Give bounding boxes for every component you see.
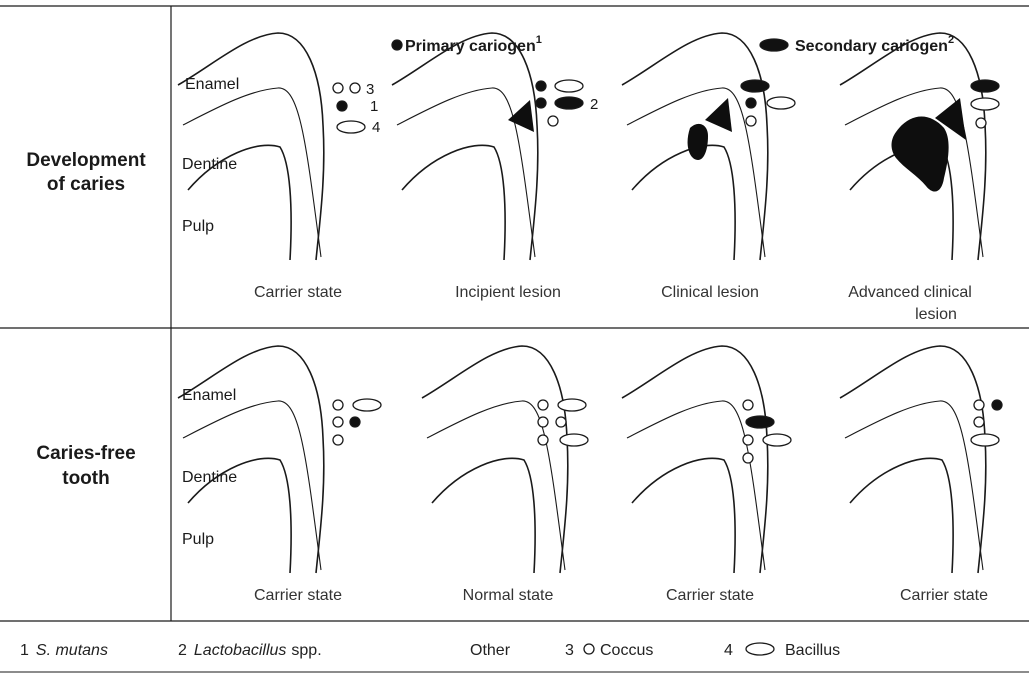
lesion: [705, 98, 732, 132]
coccus: [538, 417, 548, 427]
footnote-number-3: 3: [565, 642, 574, 659]
enamel-label: Enamel: [185, 76, 239, 93]
s-mutans: [746, 98, 756, 108]
s-mutans: [536, 98, 546, 108]
coccus: [350, 83, 360, 93]
number-4: 4: [372, 119, 380, 136]
row-title-line1: Caries-free: [36, 443, 135, 464]
tooth-incipient-lesion: 2: [392, 33, 598, 260]
secondary-cariogen-symbol: [760, 39, 788, 51]
footnote-number-2: 2: [178, 642, 187, 659]
coccus: [974, 417, 984, 427]
footnote-spp: spp.: [291, 642, 321, 659]
primary-cariogen-symbol: [392, 40, 402, 50]
tooth-advanced-clinical-lesion: [840, 33, 999, 260]
legend-secondary: Secondary cariogen: [795, 38, 948, 55]
panel-caption: Advanced clinical: [848, 284, 972, 301]
lactobacillus: [555, 97, 583, 109]
lactobacillus: [746, 416, 774, 428]
footnote-other: Other: [470, 642, 511, 659]
row-title-line1: Development: [26, 150, 146, 171]
tooth-carrier-state: [840, 346, 1002, 573]
bacillus: [763, 434, 791, 446]
s-mutans: [992, 400, 1002, 410]
panel-caption: Normal state: [463, 587, 554, 604]
bacillus: [971, 98, 999, 110]
bacillus: [558, 399, 586, 411]
coccus: [333, 83, 343, 93]
bacillus: [337, 121, 365, 133]
lactobacillus: [971, 80, 999, 92]
bacillus: [971, 434, 999, 446]
enamel-label: Enamel: [182, 387, 236, 404]
legend-primary-sup: 1: [536, 34, 542, 46]
coccus: [743, 453, 753, 463]
coccus: [548, 116, 558, 126]
coccus: [333, 417, 343, 427]
footnote-lactobacillus: Lactobacillus: [194, 642, 287, 659]
s-mutans: [337, 101, 347, 111]
dentine-label: Dentine: [182, 156, 237, 173]
panel-caption: Incipient lesion: [455, 284, 561, 301]
panel-caption: Carrier state: [666, 587, 754, 604]
coccus-symbol: [584, 644, 594, 654]
svg-text:Secondary cariogen2: Secondary cariogen2: [795, 34, 954, 55]
panel-caption-line2: lesion: [915, 306, 957, 323]
lactobacillus: [741, 80, 769, 92]
coccus: [538, 400, 548, 410]
footnote-s-mutans: S. mutans: [36, 642, 108, 659]
number-1: 1: [370, 98, 378, 115]
coccus: [333, 400, 343, 410]
coccus: [538, 435, 548, 445]
coccus: [556, 417, 566, 427]
bacillus: [560, 434, 588, 446]
tooth-clinical-lesion: [622, 33, 795, 260]
bacillus: [767, 97, 795, 109]
footnote-bacillus: Bacillus: [785, 642, 840, 659]
s-mutans: [350, 417, 360, 427]
bacillus: [353, 399, 381, 411]
pulp-label: Pulp: [182, 218, 214, 235]
number-2: 2: [590, 96, 598, 113]
lesion: [508, 100, 534, 132]
bacillus: [555, 80, 583, 92]
svg-text:1S. mutans: 1 S. mutans: [20, 642, 108, 659]
row-title-line2: tooth: [62, 468, 109, 489]
tooth-carrier-state: [622, 346, 791, 573]
coccus: [746, 116, 756, 126]
bacillus-symbol: [746, 643, 774, 655]
lesion: [688, 124, 708, 160]
row-title-line2: of caries: [47, 174, 125, 195]
row-caries-free: Caries-free tooth Enamel Dentine Pulp Ca…: [36, 346, 1002, 604]
coccus: [974, 400, 984, 410]
lesion: [892, 116, 949, 191]
coccus: [743, 400, 753, 410]
dentine-label: Dentine: [182, 469, 237, 486]
footnote-number-4: 4: [724, 642, 733, 659]
panel-caption: Clinical lesion: [661, 284, 759, 301]
panel-caption: Carrier state: [254, 587, 342, 604]
tooth-normal-state: [422, 346, 588, 573]
s-mutans: [536, 81, 546, 91]
footnote-number-1: 1: [20, 642, 29, 659]
panel-caption: Carrier state: [900, 587, 988, 604]
coccus: [976, 118, 986, 128]
coccus: [743, 435, 753, 445]
row-development: Development of caries Enamel Dentine Pul…: [26, 33, 999, 323]
coccus: [333, 435, 343, 445]
pulp-label: Pulp: [182, 531, 214, 548]
number-3: 3: [366, 81, 374, 98]
panel-caption: Carrier state: [254, 284, 342, 301]
footnote-coccus: Coccus: [600, 642, 653, 659]
